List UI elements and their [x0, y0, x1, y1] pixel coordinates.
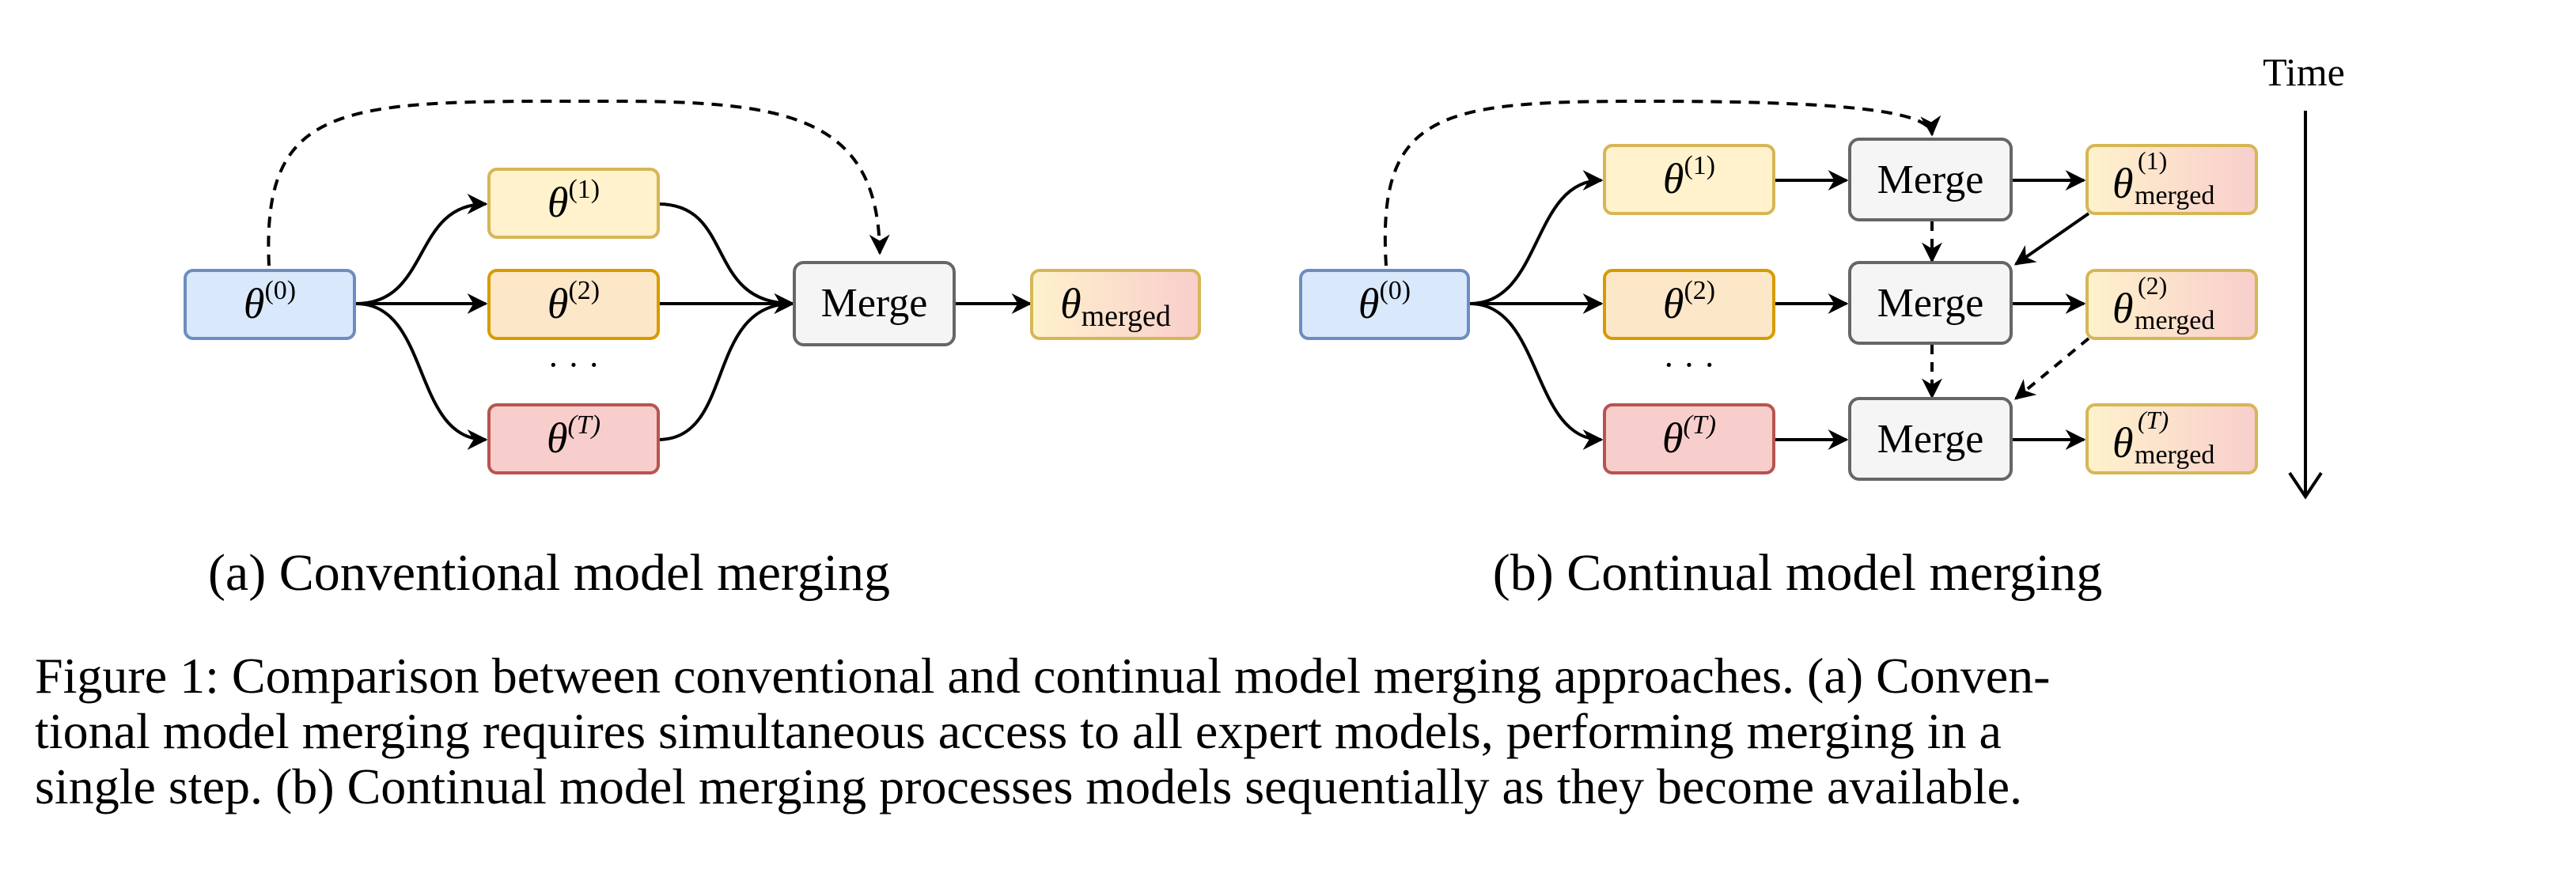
node-merge: Merge: [793, 261, 956, 346]
node-merge-3: Merge: [1848, 397, 2013, 481]
edge-theta0-to-merge-dashed: [267, 99, 890, 266]
edge-merged1-to-merge2: [2013, 212, 2090, 266]
time-axis-arrowhead: [2288, 471, 2323, 500]
figure-caption: Figure 1: Comparison between conventiona…: [35, 648, 2551, 814]
node-theta-merged-T: θ(T)merged: [2085, 403, 2258, 474]
svg-text:θ(1): θ(1): [547, 175, 600, 226]
node-thetaT: θ(T): [1603, 403, 1775, 474]
edge-theta0-to-theta1: [1469, 170, 1604, 305]
svg-text:Merge: Merge: [1877, 281, 1984, 326]
edge-merged2-to-merge3-dashed: [2013, 337, 2090, 400]
svg-text:θ(T): θ(T): [1662, 410, 1716, 462]
node-theta1: θ(1): [487, 168, 660, 239]
svg-text:Merge: Merge: [821, 281, 928, 326]
ellipsis: · · ·: [1663, 346, 1715, 384]
caption-line-3: single step. (b) Continual model merging…: [35, 758, 2022, 814]
edge-theta0-to-thetaT: [1469, 302, 1604, 450]
panel-b: Time θ(0) θ(1) θ(2) · · · θ(T) Merge Mer…: [1299, 50, 2345, 602]
node-theta0: θ(0): [1299, 269, 1470, 340]
node-theta2: θ(2): [1603, 269, 1775, 340]
subcaption-a: (a) Conventional model merging: [208, 544, 890, 602]
panel-b-edges: [1383, 99, 2323, 500]
diagram: θ(0) θ(1) θ(2) · · · θ(T) Merge θmerged …: [184, 50, 2345, 602]
ellipsis: · · ·: [547, 346, 600, 384]
svg-text:θ(1)merged: θ(1)merged: [2112, 146, 2214, 210]
panel-a: θ(0) θ(1) θ(2) · · · θ(T) Merge θmerged …: [184, 99, 1201, 602]
panel-a-edges: [267, 99, 1032, 450]
svg-text:θ(0): θ(0): [244, 276, 296, 327]
svg-text:θ(2): θ(2): [547, 276, 600, 327]
edge-theta0-to-merge1-dashed: [1383, 99, 1941, 266]
node-merge-2: Merge: [1848, 261, 2013, 345]
caption-line-1: Figure 1: Comparison between conventiona…: [35, 648, 2051, 704]
svg-text:Merge: Merge: [1877, 157, 1984, 202]
svg-text:θ(2)merged: θ(2)merged: [2112, 271, 2214, 335]
node-theta-merged: θmerged: [1030, 269, 1201, 340]
svg-text:θ(T)merged: θ(T)merged: [2112, 406, 2214, 470]
node-theta0: θ(0): [184, 269, 356, 340]
node-theta-merged-1: θ(1)merged: [2085, 144, 2258, 215]
edge-thetaT-to-merge: [657, 293, 795, 441]
svg-text:θ(0): θ(0): [1358, 276, 1411, 327]
svg-text:θ(1): θ(1): [1663, 151, 1715, 202]
svg-text:Merge: Merge: [1877, 417, 1984, 462]
node-thetaT: θ(T): [487, 403, 660, 474]
node-merge-1: Merge: [1848, 138, 2013, 221]
time-label: Time: [2263, 50, 2345, 94]
svg-text:θmerged: θmerged: [1060, 280, 1171, 333]
svg-text:θ(T): θ(T): [547, 410, 600, 462]
node-theta-merged-2: θ(2)merged: [2085, 269, 2258, 340]
node-theta2: θ(2): [487, 269, 660, 340]
caption-line-2: tional model merging requires simultaneo…: [35, 703, 2002, 759]
subcaption-b: (b) Continual model merging: [1493, 544, 2103, 602]
svg-text:θ(2): θ(2): [1663, 276, 1715, 327]
node-theta1: θ(1): [1603, 144, 1775, 215]
edge-theta1-to-merge: [657, 202, 795, 314]
edge-theta0-to-thetaT: [355, 302, 488, 450]
edge-theta0-to-theta1: [355, 194, 488, 305]
